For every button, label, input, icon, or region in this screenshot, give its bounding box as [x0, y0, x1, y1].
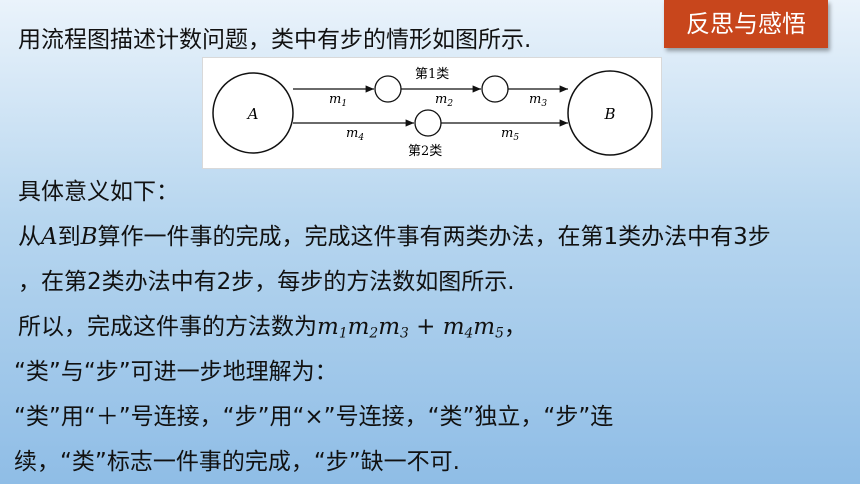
intro-text: 用流程图描述计数问题，类中有步的情形如图所示.: [18, 27, 532, 53]
m3-label: m3: [529, 92, 547, 109]
step3-circle: [414, 109, 442, 137]
node-b-circle: [567, 70, 653, 156]
node-a-circle: [212, 72, 294, 154]
formula: m1m2m3 + m4m5: [317, 314, 504, 342]
m1-label: m1: [329, 92, 347, 109]
class1-label: 第1类: [415, 67, 449, 82]
step2-circle: [481, 75, 509, 103]
explanation-rest: 算作一件事的完成，完成这件事有两类办法，在第1类办法中有3步: [97, 224, 771, 250]
m4-label: m4: [346, 126, 364, 143]
point-b-text: B: [80, 224, 98, 250]
understanding-line-1: “类”用“＋”号连接，“步”用“×”号连接，“类”独立，“步”连: [14, 404, 614, 430]
understanding-heading: “类”与“步”可进一步地理解为：: [14, 359, 338, 385]
m5-label: m5: [501, 126, 519, 143]
method-count-line: 所以，完成这件事的方法数为m1m2m3 + m4m5，: [18, 307, 527, 341]
reflection-badge: 反思与感悟: [664, 0, 828, 48]
flow-diagram-svg: A B 第1类 第2类 m1 m2 m3 m4 m5: [212, 67, 653, 159]
to-text: 到: [57, 224, 81, 250]
m2-label: m2: [435, 92, 453, 109]
understanding-line-2: 续，“类”标志一件事的完成，“步”缺一不可.: [14, 449, 460, 475]
step1-circle: [374, 75, 402, 103]
method-count-prefix: 所以，完成这件事的方法数为: [18, 314, 317, 340]
from-text: 从: [18, 224, 41, 250]
node-b-label: B: [603, 105, 615, 123]
explanation-line-2: ，在第2类办法中有2步，每步的方法数如图所示.: [18, 269, 515, 295]
method-count-suffix: ，: [503, 314, 527, 340]
class2-label: 第2类: [408, 144, 442, 159]
flow-diagram: A B 第1类 第2类 m1 m2 m3 m4 m5: [202, 57, 662, 169]
point-a-text: A: [41, 224, 58, 250]
node-a-label: A: [246, 105, 259, 123]
explanation-line-1: 从A到B算作一件事的完成，完成这件事有两类办法，在第1类办法中有3步: [18, 217, 771, 251]
meaning-heading: 具体意义如下：: [18, 179, 179, 205]
